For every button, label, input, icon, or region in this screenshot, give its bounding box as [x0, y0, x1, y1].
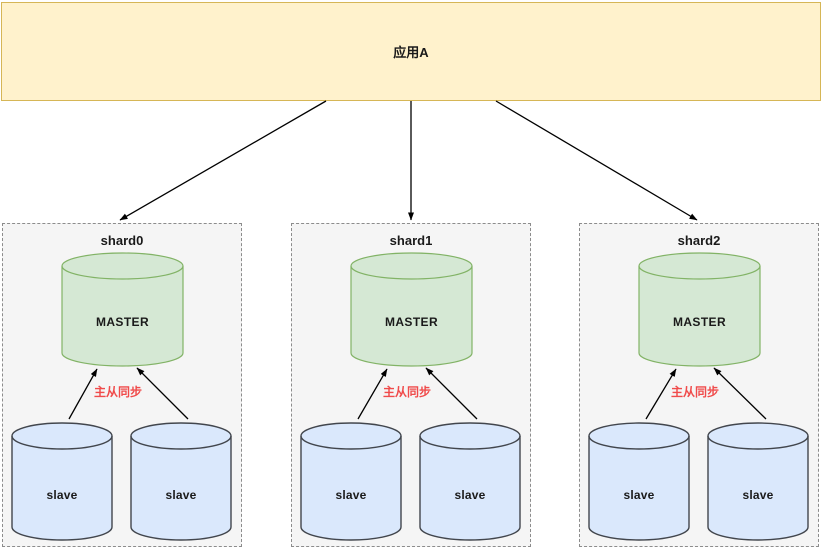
- shard0-master-cylinder[interactable]: MASTER: [61, 252, 184, 367]
- database-cylinder-icon: [130, 422, 232, 541]
- shard0-slave1-cylinder[interactable]: slave: [11, 422, 113, 541]
- shard1-group: shard1 MASTER 主从同步 slave slave: [291, 223, 531, 547]
- shard0-group: shard0 MASTER 主从同步 slave slave: [2, 223, 242, 547]
- arrow-app-to-shard0: [119, 100, 327, 221]
- shard2-slave1-label: slave: [623, 488, 655, 502]
- app-node[interactable]: 应用A: [1, 2, 821, 101]
- shard1-slave2-label: slave: [454, 488, 486, 502]
- shard1-title: shard1: [389, 233, 433, 248]
- shard1-slave1-label: slave: [335, 488, 367, 502]
- shard2-slave2-cylinder[interactable]: slave: [707, 422, 809, 541]
- shard1-master-cylinder[interactable]: MASTER: [350, 252, 473, 367]
- shard0-master-label: MASTER: [95, 315, 150, 329]
- shard2-sync-label: 主从同步: [670, 385, 719, 399]
- shard2-master-cylinder[interactable]: MASTER: [638, 252, 761, 367]
- shard1-slave1-cylinder[interactable]: slave: [300, 422, 402, 541]
- shard2-title: shard2: [677, 233, 721, 248]
- shard2-group: shard2 MASTER 主从同步 slave slave: [579, 223, 819, 547]
- shard2-slave1-cylinder[interactable]: slave: [588, 422, 690, 541]
- database-cylinder-icon: [11, 422, 113, 541]
- shard2-slave2-label: slave: [742, 488, 774, 502]
- database-cylinder-icon: [707, 422, 809, 541]
- shard2-master-label: MASTER: [672, 315, 727, 329]
- shard0-slave2-cylinder[interactable]: slave: [130, 422, 232, 541]
- database-cylinder-icon: [300, 422, 402, 541]
- shard0-sync-label: 主从同步: [93, 385, 142, 399]
- app-label: 应用A: [393, 45, 429, 60]
- database-cylinder-icon: [61, 252, 184, 367]
- database-cylinder-icon: [638, 252, 761, 367]
- shard1-sync-label: 主从同步: [382, 385, 431, 399]
- database-cylinder-icon: [588, 422, 690, 541]
- shard1-master-label: MASTER: [384, 315, 439, 329]
- shard1-slave2-cylinder[interactable]: slave: [419, 422, 521, 541]
- database-cylinder-icon: [419, 422, 521, 541]
- database-cylinder-icon: [350, 252, 473, 367]
- shard0-slave1-label: slave: [46, 488, 78, 502]
- shard0-slave2-label: slave: [165, 488, 197, 502]
- arrow-app-to-shard2: [495, 100, 698, 221]
- shard0-title: shard0: [100, 233, 144, 248]
